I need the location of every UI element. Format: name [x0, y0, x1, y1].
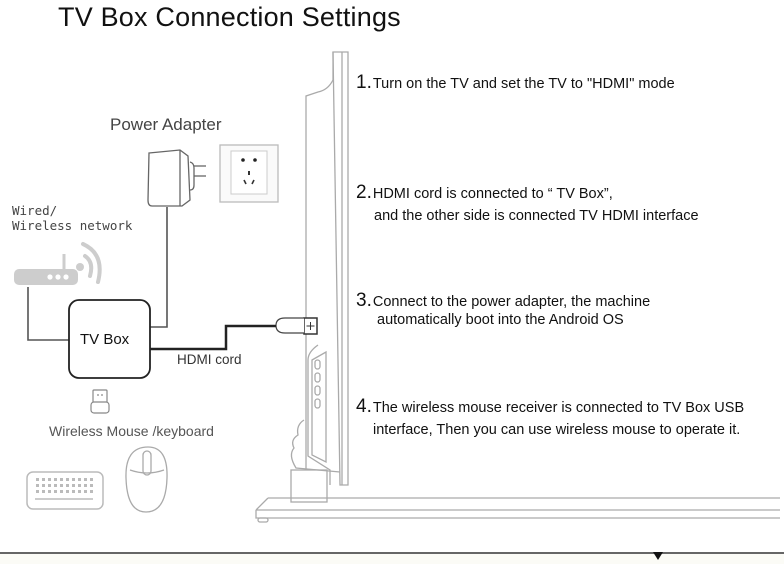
bottom-strip: [0, 554, 784, 564]
keyboard-key: [66, 478, 69, 481]
step-number: 3.: [356, 290, 372, 311]
step-text: Turn on the TV and set the TV to "HDMI" …: [372, 76, 675, 92]
keyboard-key: [42, 490, 45, 493]
wall-socket-icon: [219, 144, 279, 203]
keyboard-key: [90, 484, 93, 487]
step-number: 1.: [356, 72, 372, 93]
keyboard-key: [84, 484, 87, 487]
keyboard-key: [48, 484, 51, 487]
network-label-line1: Wired/: [12, 203, 58, 218]
keyboard-key: [60, 484, 63, 487]
keyboard-key: [72, 484, 75, 487]
tv-box-icon: [68, 299, 151, 379]
mouse-keyboard-label: Wireless Mouse /keyboard: [49, 423, 214, 439]
page-title: TV Box Connection Settings: [58, 2, 401, 32]
keyboard-key: [54, 478, 57, 481]
hdmi-plug-icon: [275, 317, 304, 334]
keyboard-key: [60, 478, 63, 481]
keyboard-key: [90, 478, 93, 481]
keyboard-key: [54, 490, 57, 493]
usb-receiver-icon: [90, 389, 110, 414]
keyboard-key: [42, 478, 45, 481]
step-number: 2.: [356, 182, 372, 203]
hdmi-port-icon: [303, 317, 318, 335]
keyboard-key: [48, 478, 51, 481]
keyboard-key: [90, 490, 93, 493]
hdmi-cord-label: HDMI cord: [177, 352, 242, 367]
keyboard-key: [78, 484, 81, 487]
step-text: Connect to the power adapter, the machin…: [372, 294, 651, 310]
keyboard-key: [42, 484, 45, 487]
power-adapter-label: Power Adapter: [110, 115, 222, 134]
hdmi-cord: [150, 324, 276, 351]
mouse-icon: [125, 446, 168, 513]
tv-side-view-icon: [255, 51, 780, 523]
power-cord: [150, 207, 168, 328]
triangle-marker-icon: [653, 552, 663, 560]
keyboard-key: [60, 490, 63, 493]
keyboard-key: [84, 478, 87, 481]
step-text: HDMI cord is connected to “ TV Box”,: [372, 186, 613, 202]
keyboard-key: [48, 490, 51, 493]
keyboard-key: [36, 490, 39, 493]
keyboard-key: [66, 490, 69, 493]
keyboard-key: [78, 490, 81, 493]
keyboard-key: [36, 478, 39, 481]
step-text-line2: interface, Then you can use wireless mou…: [373, 422, 741, 438]
keyboard-icon: [26, 471, 104, 510]
step-text-line2: and the other side is connected TV HDMI …: [374, 208, 699, 224]
keyboard-key: [72, 478, 75, 481]
keyboard-key: [54, 484, 57, 487]
tv-box-label: TV Box: [80, 331, 130, 348]
step-3: 3.Connect to the power adapter, the mach…: [356, 290, 651, 329]
keyboard-key: [66, 484, 69, 487]
step-text-line2: automatically boot into the Android OS: [377, 312, 624, 328]
router-icon: [14, 254, 78, 285]
step-1: 1.Turn on the TV and set the TV to "HDMI…: [356, 72, 675, 93]
keyboard-key: [84, 490, 87, 493]
bottom-divider: [0, 552, 784, 554]
network-label-line2: Wireless network: [12, 218, 133, 233]
keyboard-key: [36, 484, 39, 487]
power-adapter-icon: [147, 149, 206, 207]
network-label: Wired/ Wireless network: [12, 203, 132, 233]
step-number: 4.: [356, 396, 372, 417]
step-2: 2.HDMI cord is connected to “ TV Box”, a…: [356, 182, 699, 225]
keyboard-key: [78, 478, 81, 481]
step-4: 4.The wireless mouse receiver is connect…: [356, 396, 745, 439]
step-text: The wireless mouse receiver is connected…: [372, 400, 745, 416]
wifi-signal-icon: [76, 242, 102, 284]
keyboard-key: [72, 490, 75, 493]
network-cable: [27, 287, 69, 341]
